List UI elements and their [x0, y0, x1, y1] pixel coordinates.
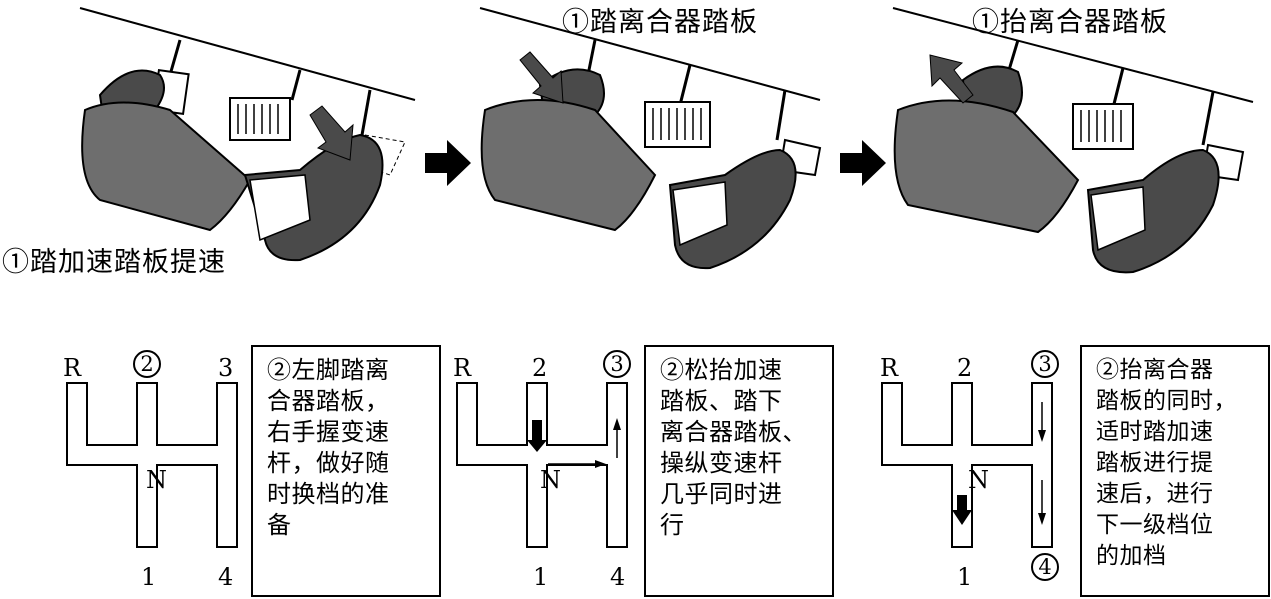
gear-label-first: 1 [141, 563, 157, 591]
shift-down-arrow-icon [1038, 513, 1046, 525]
gear-label-reverse: R [880, 354, 899, 382]
note-line: ②抬离合器 [1096, 357, 1214, 383]
gear-label-reverse: R [63, 354, 82, 382]
note-line: 踏板的同时， [1096, 388, 1237, 414]
note-line: 杆，做好随 [267, 449, 390, 477]
gear-label-fourth: 4 [610, 563, 626, 591]
gear-label-second-circled: 2 [133, 350, 161, 378]
note-line: 备 [267, 511, 292, 539]
note-line: 踏板进行提 [1096, 450, 1214, 476]
note-line: 速后，进行 [1096, 481, 1214, 507]
gear-label-fourth-circled: 4 [1031, 553, 1059, 581]
pedal-illustration-release-clutch [892, 7, 1254, 274]
shift-right-arrow-icon [595, 460, 606, 468]
gear-label-third-circled: 3 [603, 350, 631, 378]
note-line: 踏板、踏下 [660, 387, 783, 415]
gear-label-fourth: 4 [218, 563, 234, 591]
caption-step1-release-clutch: ①抬离合器踏板 [972, 7, 1168, 38]
note-line: 操纵变速杆 [660, 449, 783, 477]
shift-gate-diagram [456, 382, 628, 548]
gear-label-neutral: N [968, 466, 989, 494]
note-line: 适时踏加速 [1096, 419, 1214, 445]
note-line: ②松抬加速 [660, 356, 783, 384]
pedal-illustration-accelerate [79, 7, 416, 262]
step2-note-box: ②松抬加速 踏板、踏下 离合器踏板、 操纵变速杆 几乎同时进 行 [644, 345, 834, 597]
gear-label-second: 2 [532, 354, 548, 382]
note-line: 离合器踏板、 [660, 418, 807, 446]
gear-label-second: 2 [957, 354, 973, 382]
pedal-illustration-press-clutch [479, 7, 822, 270]
note-line: 下一级档位 [1096, 512, 1214, 538]
gear-label-first: 1 [957, 563, 973, 591]
note-line: 几乎同时进 [660, 480, 783, 508]
step2-note-box: ②抬离合器 踏板的同时， 适时踏加速 踏板进行提 速后，进行 下一级档位 的加档 [1080, 345, 1270, 597]
shift-gate-diagram [881, 382, 1053, 548]
shift-gate-diagram [66, 382, 238, 548]
gear-label-third-circled: 3 [1031, 350, 1059, 378]
next-arrow-icon [425, 140, 471, 186]
step2-note-box: ②左脚踏离 合器踏板， 右手握变速 杆，做好随 时换档的准 备 [251, 345, 441, 597]
shift-up-arrow-icon [613, 418, 621, 430]
caption-step1-accelerate: ①踏加速踏板提速 [2, 247, 226, 278]
shift-down-arrow-icon [1038, 430, 1046, 442]
note-line: 合器踏板， [267, 387, 390, 415]
note-line: 行 [660, 511, 685, 539]
note-line: 的加档 [1096, 543, 1167, 569]
note-line: 时换档的准 [267, 480, 390, 508]
gear-label-reverse: R [453, 354, 472, 382]
gear-label-third: 3 [218, 354, 234, 382]
gear-label-neutral: N [540, 466, 561, 494]
shift-down-arrow-icon [527, 420, 547, 452]
gear-label-first: 1 [533, 563, 549, 591]
note-line: ②左脚踏离 [267, 356, 390, 384]
next-arrow-icon [840, 140, 886, 186]
shift-down-arrow-icon [952, 495, 972, 525]
caption-step1-press-clutch: ①踏离合器踏板 [562, 7, 758, 38]
note-line: 右手握变速 [267, 418, 390, 446]
gear-label-neutral: N [146, 466, 167, 494]
